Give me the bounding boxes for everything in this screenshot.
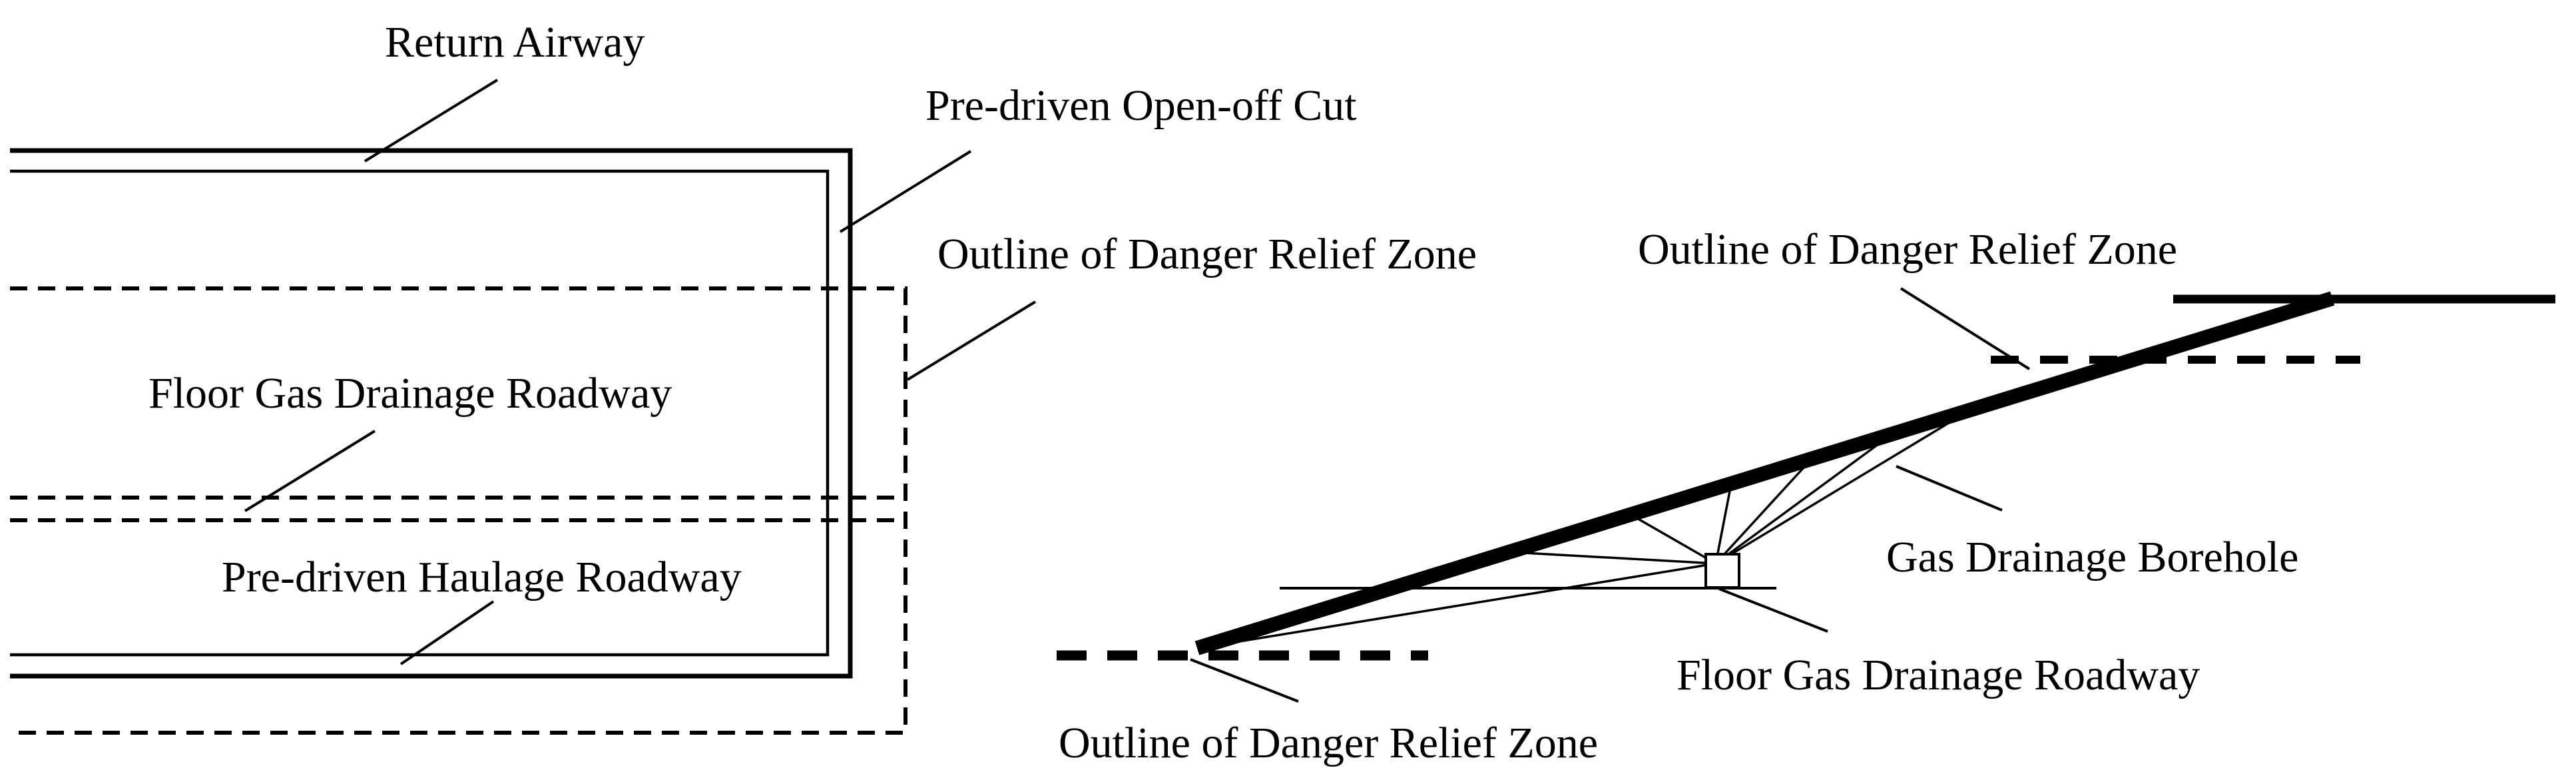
- section-view: Outline of Danger Relief Zone Gas Draina…: [1057, 225, 2555, 767]
- open-off-cut-label: Pre-driven Open-off Cut: [925, 81, 1357, 130]
- borehole-line: [1714, 458, 1812, 565]
- section-floor-roadway-label: Floor Gas Drainage Roadway: [1676, 651, 2200, 699]
- plan-danger-zone-leader: [906, 300, 1037, 381]
- return-airway-leader: [364, 79, 499, 163]
- section-danger-zone-upper-label: Outline of Danger Relief Zone: [1638, 225, 2177, 274]
- haulage-roadway-leader: [399, 600, 495, 665]
- borehole-line: [1714, 434, 1892, 565]
- plan-view: Return Airway Pre-driven Open-off Cut Ou…: [10, 18, 1477, 735]
- plan-outer-roadway-line: [10, 148, 853, 679]
- plan-floor-roadway-leader: [244, 430, 376, 512]
- borehole-fan: [1198, 410, 1968, 649]
- plan-floor-roadway-label: Floor Gas Drainage Roadway: [148, 369, 672, 418]
- borehole-leader: [1896, 465, 2003, 512]
- haulage-roadway-label: Pre-driven Haulage Roadway: [222, 553, 742, 601]
- borehole-line: [1511, 551, 1716, 565]
- return-airway-label: Return Airway: [385, 18, 644, 67]
- borehole-line: [1198, 562, 1716, 649]
- borehole-line: [1715, 410, 1968, 565]
- plan-danger-zone-label: Outline of Danger Relief Zone: [937, 230, 1477, 278]
- section-floor-roadway-leader: [1718, 587, 1828, 633]
- plan-inner-roadway-line: [10, 169, 830, 657]
- borehole-line: [1714, 484, 1732, 564]
- section-danger-zone-upper-leader: [1900, 287, 2031, 370]
- section-danger-zone-lower-label: Outline of Danger Relief Zone: [1059, 719, 1598, 767]
- open-off-cut-leader: [839, 150, 972, 233]
- borehole-line: [1631, 514, 1716, 565]
- coal-seam-line: [1194, 291, 2335, 655]
- borehole-label: Gas Drainage Borehole: [1886, 533, 2298, 582]
- plan-danger-zone-outline: [10, 286, 907, 735]
- section-danger-zone-lower-leader: [1190, 658, 1299, 703]
- floor-roadway-section-square: [1704, 553, 1740, 589]
